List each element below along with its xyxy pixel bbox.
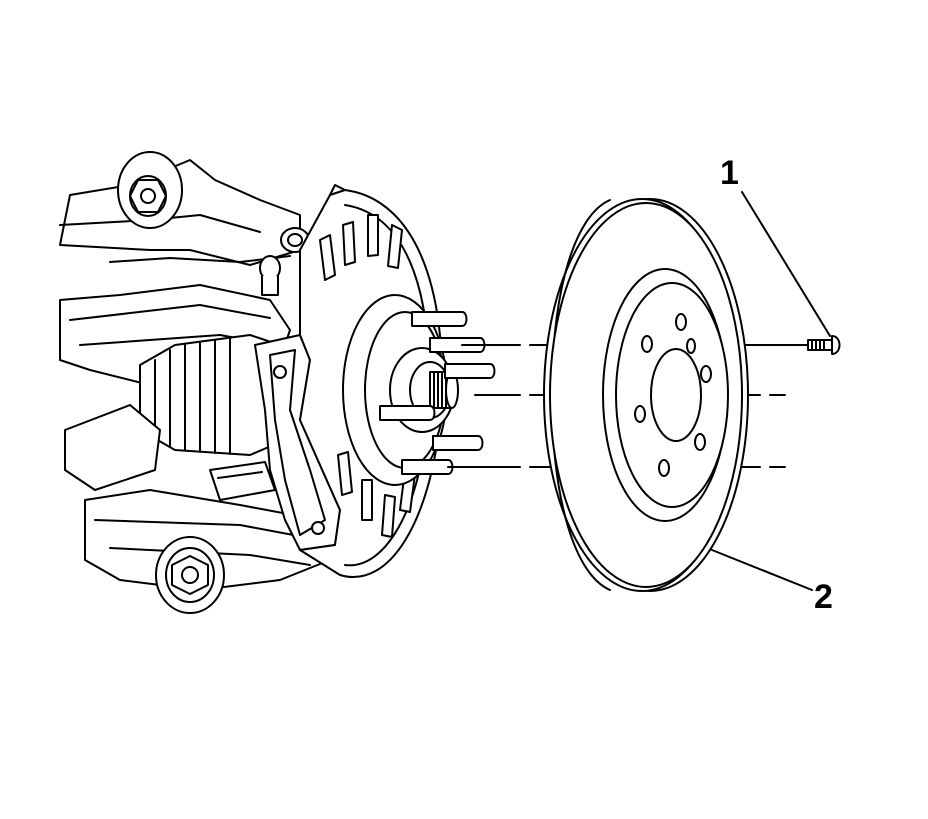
wheel-stud xyxy=(412,312,467,326)
rotor-stud-hole xyxy=(635,406,645,422)
upper-bushing xyxy=(118,152,182,228)
rotor-stud-hole xyxy=(659,460,669,476)
brake-rotor xyxy=(544,199,748,591)
callout-1-leader xyxy=(742,192,830,336)
sensor-bracket xyxy=(65,405,160,490)
callout-label-2: 2 xyxy=(814,578,833,616)
callout-label-1: 1 xyxy=(720,154,739,192)
wheel-speed-sensor-connector xyxy=(210,462,275,500)
rotor-retaining-screw xyxy=(808,336,840,354)
wheel-stud xyxy=(380,406,435,420)
wheel-studs xyxy=(380,312,495,474)
suspension-knuckle-assembly xyxy=(60,152,340,613)
wheel-hub xyxy=(343,295,495,485)
axle-shaft-threads xyxy=(430,372,458,408)
rotor-stud-hole xyxy=(695,434,705,450)
rotor-stud-hole xyxy=(676,314,686,330)
rotor-stud-hole xyxy=(642,336,652,352)
knuckle-upper-bolt xyxy=(260,256,280,295)
rotor-stud-hole xyxy=(701,366,711,382)
rotor-screw-hole xyxy=(687,339,695,353)
wheel-stud xyxy=(433,436,483,450)
wheel-stud xyxy=(445,364,495,378)
wheel-stud xyxy=(430,338,485,352)
wheel-stud xyxy=(402,460,453,474)
cv-joint-boot xyxy=(140,335,285,455)
lower-bushing xyxy=(156,537,224,613)
callout-2-leader xyxy=(712,550,812,590)
